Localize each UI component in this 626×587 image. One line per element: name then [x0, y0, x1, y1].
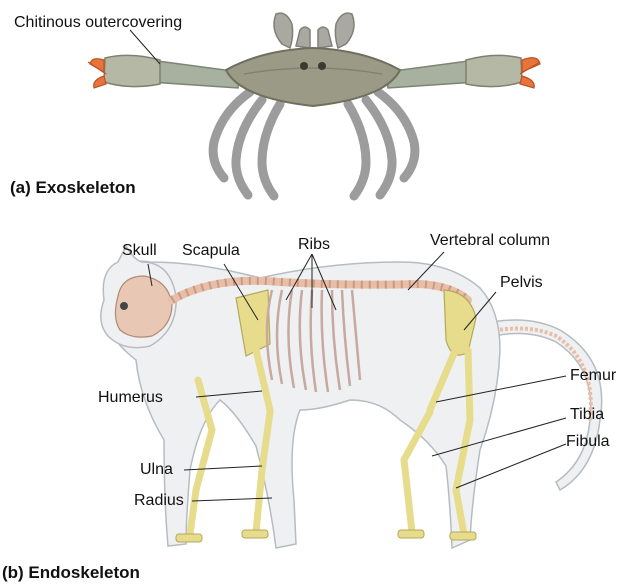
crab-eye-left [300, 62, 308, 70]
crab-carapace [226, 48, 400, 106]
crab-swim-legs [274, 13, 354, 48]
label-pelvis: Pelvis [500, 274, 543, 292]
ulna-leader-line [184, 466, 262, 470]
label-tibia: Tibia [570, 406, 604, 424]
crab-walking-legs [213, 92, 415, 196]
label-skull: Skull [122, 242, 157, 260]
crab-right-claw [386, 55, 540, 88]
label-vertebral-column: Vertebral column [430, 232, 550, 250]
crab-eye-right [318, 62, 326, 70]
label-radius: Radius [134, 492, 184, 510]
caption-exoskeleton: (a) Exoskeleton [10, 178, 136, 198]
crab-left-claw [88, 55, 240, 88]
label-fibula: Fibula [566, 433, 610, 451]
label-scapula: Scapula [182, 242, 240, 260]
caption-endoskeleton: (b) Endoskeleton [2, 563, 140, 583]
label-ribs: Ribs [298, 236, 330, 254]
label-ulna: Ulna [140, 461, 173, 479]
label-femur: Femur [570, 367, 616, 385]
paw-bones [176, 530, 476, 542]
label-humerus: Humerus [98, 389, 163, 407]
crab-illustration [88, 13, 540, 196]
cat-eye [120, 302, 128, 310]
label-chitinous-outercovering: Chitinous outercovering [14, 14, 182, 32]
